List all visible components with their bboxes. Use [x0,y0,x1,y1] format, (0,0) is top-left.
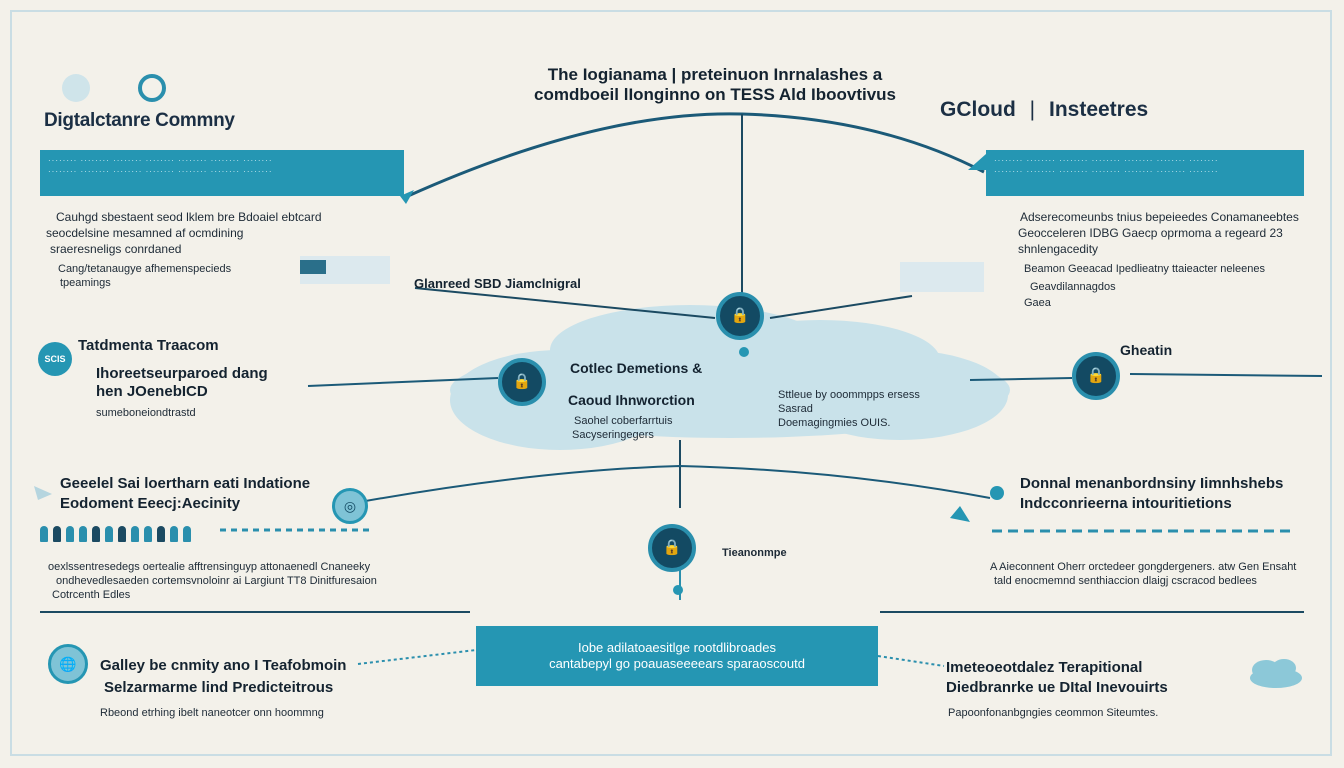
header-title-line2: comdboeil lIonginno on TESS Ald Iboovtiv… [533,85,897,104]
top-hub-lock-icon: 🔒 [716,292,764,340]
left-mid-title: Tatdmenta Traacom [78,337,219,354]
left-low-title1: Geeelel Sai loertharn eati Indatione [60,475,311,492]
right-low-text2: tald enocmemnd senthiaccion dlaigj cscra… [994,575,1257,587]
right-desc-line1: Adserecomeunbs tnius bepeieedes Conamane… [1020,210,1299,224]
left-low-text1: oexlssentresedegs oertealie afftrensingu… [48,561,371,573]
right-band-line2: ········ ········ ········ ········ ····… [994,167,1219,176]
left-low-text2: ondhevedlesaeden cortemsvnoloinr ai Larg… [56,575,377,587]
right-brand-name2-text: Insteetres [1048,98,1149,121]
footer-band: Iobe adilatoaesitlge rootdlibroades cant… [476,626,878,686]
left-info-band: ········ ········ ········ ········ ····… [40,150,404,196]
diagram-frame [10,10,1332,756]
bottom-hub-lock-icon: 🔒 [648,524,696,572]
footer-left-title1: Galley be cnmity ano I Teafobmoin [100,657,347,674]
right-low-title1: Donnal menanbordnsiny Iimnhshebs [1020,475,1284,492]
footer-band-line2: cantabepyl go poauaseeeears sparaoscoutd [549,656,805,671]
right-brand-separator: | [1029,98,1036,121]
right-brand-name: GCloud | Insteetres [940,98,1148,122]
people-icon [40,526,191,542]
header-title-line1: The Iogianama | preteinuon Inrnalashes a [547,65,883,84]
right-brand-name-text: GCloud [940,98,1016,121]
right-desc-line2: Geocceleren IDBG Gaecp oprmoma a regeard… [1018,226,1283,240]
right-hub-lock-icon: 🔒 [1072,352,1120,400]
cloud-right-line3: Doemagingmies OUIS. [778,417,891,429]
right-bullet-line3: Gaea [1024,297,1051,309]
left-mid-badge: SCIS [38,342,72,376]
small-cloud-icon [1250,659,1302,688]
footer-right-title1: Imeteoeotdalez Terapitional [946,659,1143,676]
center-top-label: Glanreed SBD Jiamclnigral [414,276,581,291]
left-low-text3: Cotrcenth Edles [52,589,131,601]
left-band-line2: ········ ········ ········ ········ ····… [48,167,273,176]
left-low-globe-icon: ◎ [332,488,368,524]
right-low-dot-icon [990,486,1004,500]
right-mid-label: Gheatin [1120,342,1173,358]
right-low-text1: A Aieconnent Oherr orctedeer gongdergene… [990,561,1297,573]
footer-right-text: Papoonfonanbgngies ceommon Siteumtes. [948,707,1159,719]
left-desc-line3: sraeresneligs conrdaned [50,242,182,256]
left-desc-line2: seocdelsine mesamned af ocmdining [46,226,244,240]
footer-left-globe-icon: 🌐 [48,644,88,684]
cloud-title-line2: Caoud Ihnworction [568,392,695,408]
right-bullet-line2: Geavdilannagdos [1030,281,1116,293]
cloud-sub-line1: Saohel coberfarrtuis [574,415,673,427]
left-desc-line1: Cauhgd sbestaent seod lklem bre Bdoaiel … [56,210,322,224]
cloud-sub-line2: Sacyseringegers [572,429,654,441]
cloud-right-line1: Sttleue by ooommpps ersess [778,389,920,401]
footer-band-line1: Iobe adilatoaesitlge rootdlibroades [577,640,777,655]
cloud-right-line2: Sasrad [778,403,813,415]
left-mid-sub1: Ihoreetseurparoed dang [96,365,268,382]
cloud-title-line1: Cotlec Demetions & [570,360,703,376]
left-hub-lock-icon: 🔒 [498,358,546,406]
right-desc-line3: shnlengacedity [1018,242,1099,256]
footer-left-text: Rbeond etrhing ibelt naneotcer onn hoomm… [100,707,324,719]
bottom-hub-label: Tieanonmpe [722,547,787,559]
central-cloud-icon [450,305,1010,450]
footer-right-title2: Diedbranrke ue DItal Inevouirts [946,679,1168,696]
left-low-title2: Eodoment Eeecj:Aecinity [60,495,241,512]
left-mid-sub3: sumeboneiondtrastd [96,407,196,419]
left-brand-name: Digtalctanre Commny [44,110,235,131]
right-bullet-line1: Beamon Geeacad Ipedlieatny ttaieacter ne… [1024,263,1265,275]
left-bullet-line2: tpeamings [60,277,111,289]
right-low-title2: Indcconrieerna intouritietions [1020,495,1232,512]
left-band-line1: ········ ········ ········ ········ ····… [48,156,273,165]
left-device-screen-icon [300,260,326,274]
right-info-band: ········ ········ ········ ········ ····… [986,150,1304,196]
right-band-line1: ········ ········ ········ ········ ····… [994,156,1219,165]
left-bullet-line1: Cang/tetanaugye afhemenspecieds [58,263,232,275]
left-mid-sub2: hen JOenebICD [96,383,208,400]
footer-left-title2: Selzarmarme lind Predicteitrous [104,679,334,696]
right-device-icon [900,262,984,292]
